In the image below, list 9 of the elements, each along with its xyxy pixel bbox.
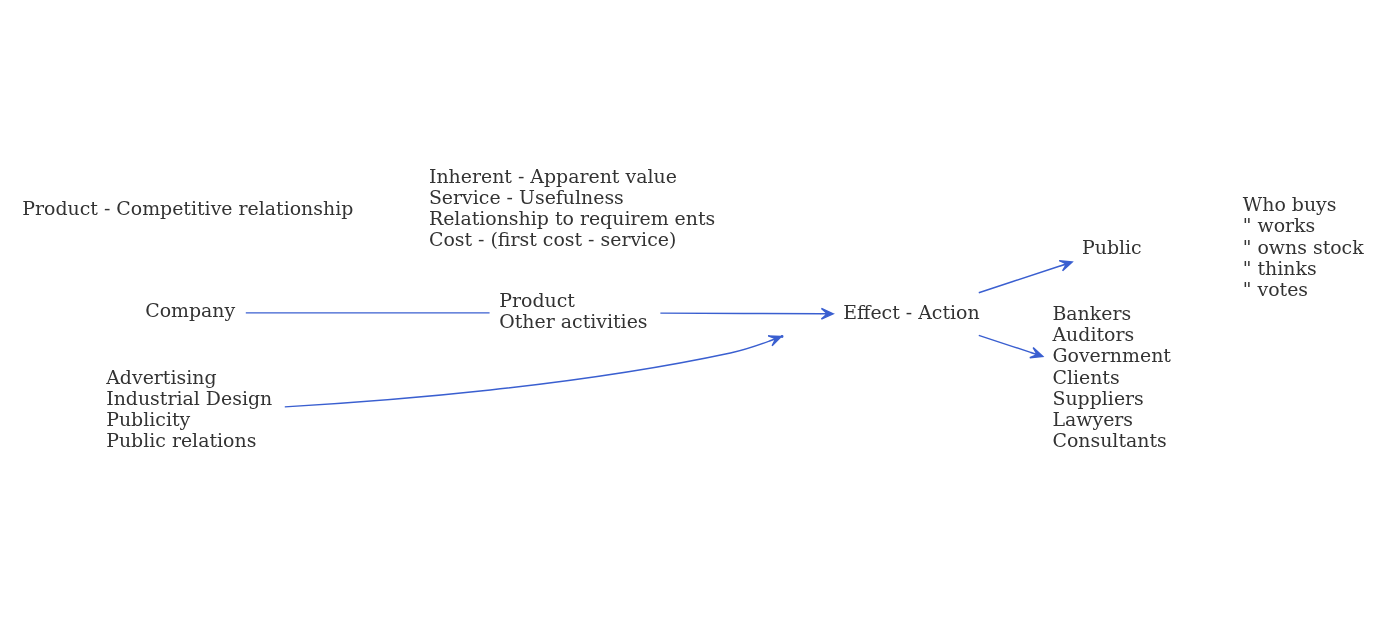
node-text: Public (1082, 235, 1142, 258)
node-text: Who buys " works " owns stock " thinks " votes (1242, 192, 1364, 300)
node-text: Advertising Industrial Design Publicity Public relations (106, 365, 273, 451)
node-text: Effect - Action (843, 300, 980, 323)
node-text: Company (145, 298, 236, 321)
node-text: Inherent - Apparent value Service - Usefulness Relationship to requirem ents Cost - (first cost - service) (428, 164, 716, 250)
node-text: Product - Competitive relationship (22, 196, 354, 219)
node-text: Product Other activities (499, 288, 648, 332)
node-text: Bankers Auditors Government Clients Suppliers Lawyers Consultants (1052, 301, 1171, 451)
